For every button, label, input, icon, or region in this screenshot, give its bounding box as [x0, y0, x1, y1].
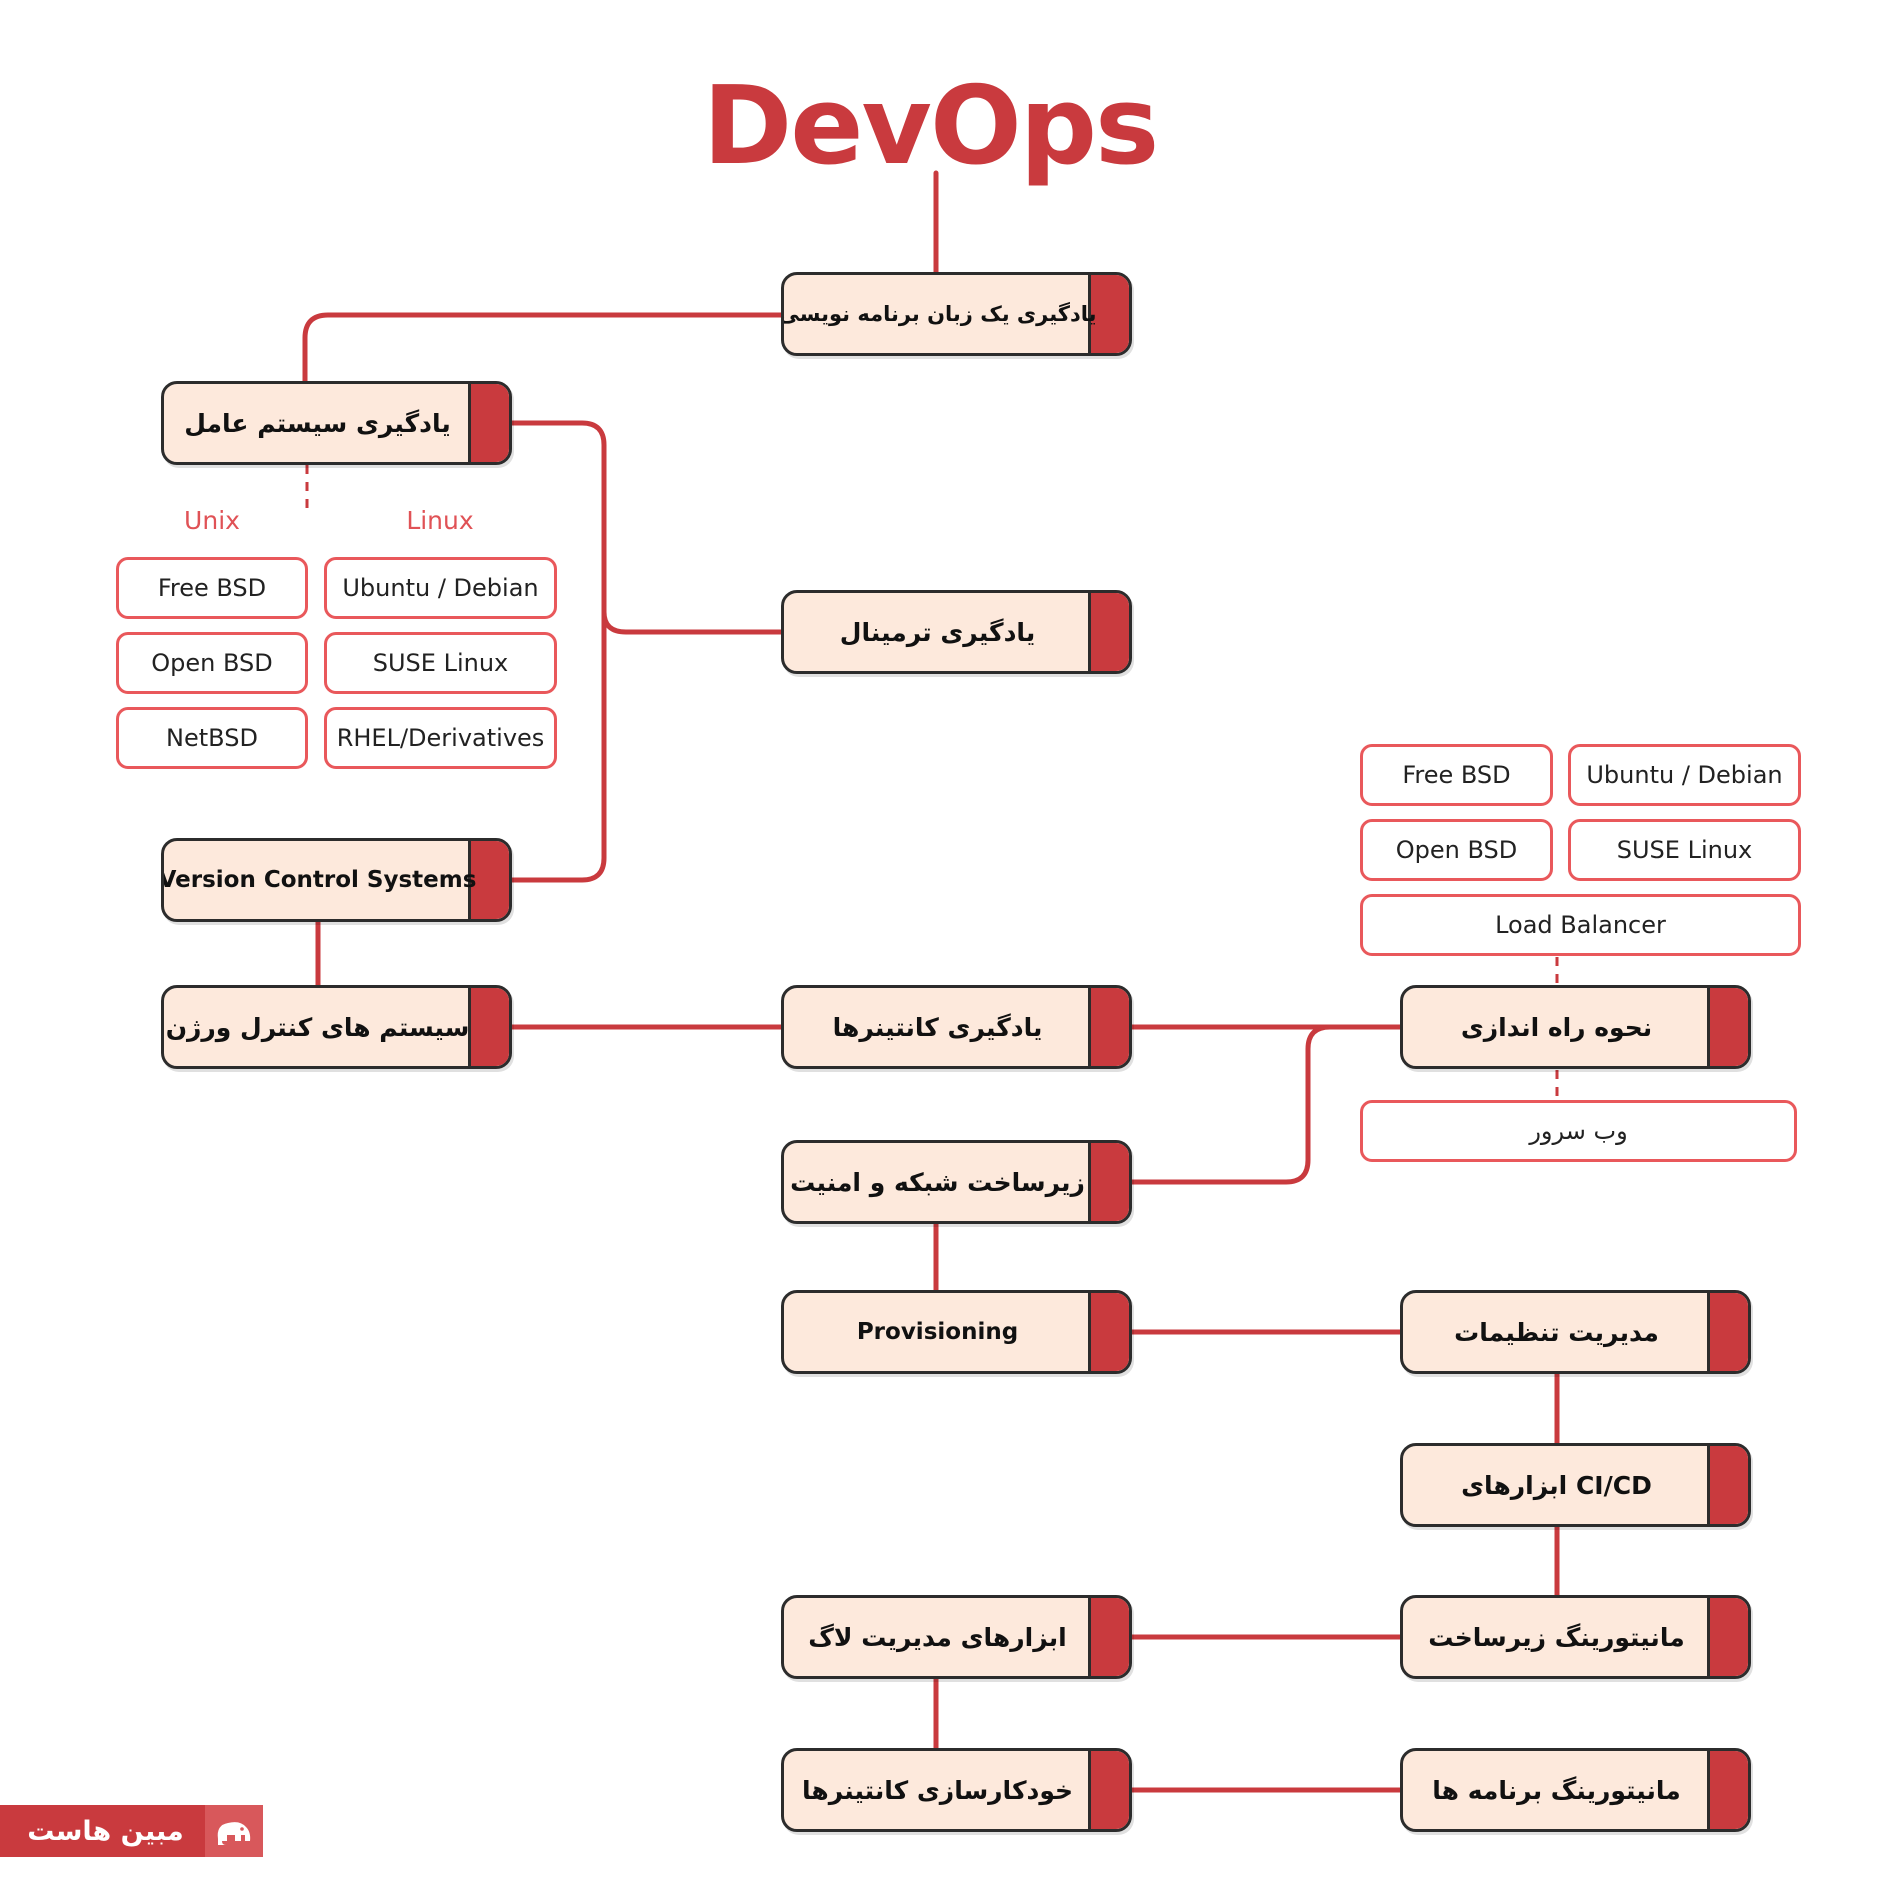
- node-version-control-fa: سیستم های کنترل ورژن: [161, 985, 512, 1069]
- node-label: یادگیری کانتینرها: [832, 1012, 1043, 1042]
- brand-logo: مبین هاست: [0, 1805, 263, 1857]
- node-log-tools: ابزارهای مدیریت لاگ: [781, 1595, 1132, 1679]
- unix-heading: Unix: [184, 506, 240, 535]
- node-version-control-systems: Version Control Systems: [161, 838, 512, 922]
- node-tab: [468, 384, 509, 462]
- node-label: سیستم های کنترل ورژن: [165, 1012, 470, 1042]
- web-server-chip: وب سرور: [1360, 1100, 1797, 1162]
- server-chip: Ubuntu / Debian: [1568, 744, 1801, 806]
- node-label: Provisioning: [856, 1319, 1019, 1345]
- node-config-management: مدیریت تنظیمات: [1400, 1290, 1751, 1374]
- node-label: یادگیری یک زبان برنامه نویسی: [781, 302, 1097, 326]
- node-container-automation: خودکارسازی کانتینرها: [781, 1748, 1132, 1832]
- server-chip: SUSE Linux: [1568, 819, 1801, 881]
- diagram-title: DevOps: [702, 64, 1160, 189]
- node-network-security: زیرساخت شبکه و امنیت: [781, 1140, 1132, 1224]
- node-tab: [1707, 1751, 1748, 1829]
- linux-chip: SUSE Linux: [324, 632, 557, 694]
- elephant-icon: [205, 1805, 263, 1857]
- node-app-monitoring: مانیتورینگ برنامه ها: [1400, 1748, 1751, 1832]
- node-infra-monitoring: مانیتورینگ زیرساخت: [1400, 1595, 1751, 1679]
- unix-chip: Free BSD: [116, 557, 308, 619]
- node-tab: [1707, 1598, 1748, 1676]
- node-tab: [468, 841, 509, 919]
- node-tab: [1707, 1446, 1748, 1524]
- node-tab: [1088, 275, 1129, 353]
- load-balancer-chip: Load Balancer: [1360, 894, 1801, 956]
- server-chip: Free BSD: [1360, 744, 1553, 806]
- node-label: زیرساخت شبکه و امنیت: [790, 1167, 1085, 1197]
- node-label: ابزارهای مدیریت لاگ: [808, 1622, 1067, 1652]
- node-label: خودکارسازی کانتینرها: [801, 1775, 1074, 1805]
- node-tab: [1088, 1143, 1129, 1221]
- node-label: ابزارهای CI/CD: [1461, 1470, 1652, 1500]
- node-programming-language: یادگیری یک زبان برنامه نویسی: [781, 272, 1132, 356]
- node-label: یادگیری سیستم عامل: [184, 408, 451, 438]
- node-label: Version Control Systems: [161, 867, 477, 893]
- node-label: یادگیری ترمینال: [839, 617, 1036, 647]
- node-provisioning: Provisioning: [781, 1290, 1132, 1374]
- node-tab: [1088, 1293, 1129, 1371]
- node-tab: [1088, 1751, 1129, 1829]
- node-containers: یادگیری کانتینرها: [781, 985, 1132, 1069]
- node-label: نحوه راه اندازی: [1460, 1012, 1653, 1042]
- node-operating-system: یادگیری سیستم عامل: [161, 381, 512, 465]
- node-setup: نحوه راه اندازی: [1400, 985, 1751, 1069]
- node-label: مانیتورینگ برنامه ها: [1432, 1775, 1681, 1805]
- node-tab: [1707, 1293, 1748, 1371]
- server-chip: Open BSD: [1360, 819, 1553, 881]
- node-tab: [468, 988, 509, 1066]
- node-cicd-tools: ابزارهای CI/CD: [1400, 1443, 1751, 1527]
- node-tab: [1088, 988, 1129, 1066]
- node-terminal: یادگیری ترمینال: [781, 590, 1132, 674]
- linux-heading: Linux: [406, 506, 474, 535]
- unix-chip: Open BSD: [116, 632, 308, 694]
- linux-chip: Ubuntu / Debian: [324, 557, 557, 619]
- node-label: مدیریت تنظیمات: [1454, 1317, 1659, 1347]
- node-label: مانیتورینگ زیرساخت: [1428, 1622, 1685, 1652]
- linux-chip: RHEL/Derivatives: [324, 707, 557, 769]
- node-tab: [1088, 1598, 1129, 1676]
- node-tab: [1088, 593, 1129, 671]
- unix-chip: NetBSD: [116, 707, 308, 769]
- logo-text: مبین هاست: [27, 1815, 184, 1847]
- node-tab: [1707, 988, 1748, 1066]
